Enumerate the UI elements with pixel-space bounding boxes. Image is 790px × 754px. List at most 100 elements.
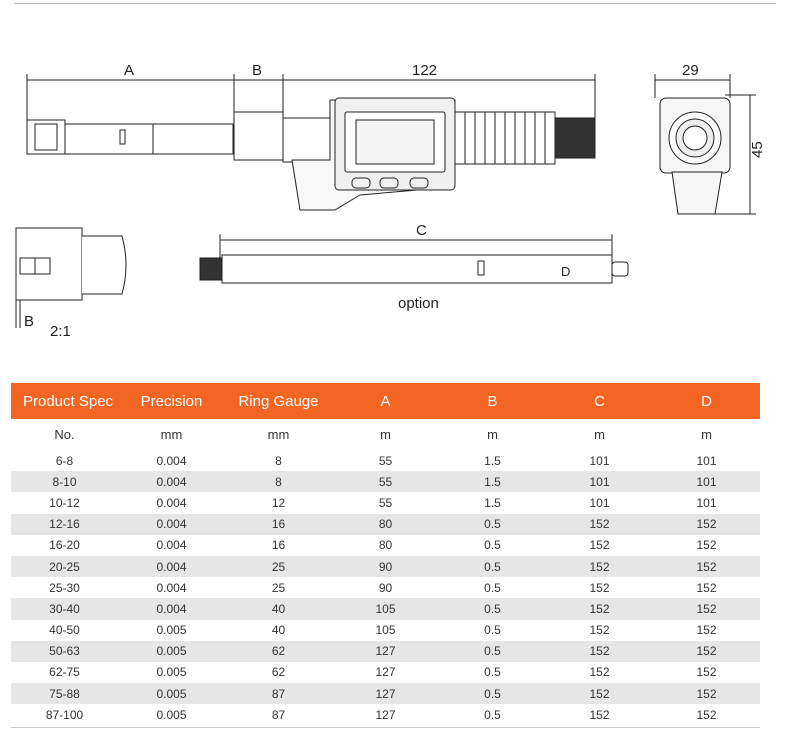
c-cell: 101	[546, 492, 653, 514]
c-cell: 152	[546, 577, 653, 599]
precision-cell: 0.005	[118, 619, 225, 641]
c-cell: 101	[546, 471, 653, 493]
c-cell: 152	[546, 640, 653, 662]
d-cell: 152	[653, 513, 760, 535]
precision-cell: 0.004	[118, 450, 225, 472]
b-cell: 0.5	[439, 704, 546, 726]
b-cell: 0.5	[439, 661, 546, 684]
option-label: option	[398, 295, 439, 312]
d-cell: 101	[653, 471, 760, 493]
b-cell: 0.5	[439, 598, 546, 620]
ring-gauge-cell: 62	[225, 661, 332, 684]
c-cell: 152	[546, 661, 653, 684]
d-cell: 152	[653, 577, 760, 599]
unit-cell: m	[439, 419, 546, 450]
b-cell: 0.5	[439, 513, 546, 535]
spec-cell: 30-40	[11, 598, 118, 620]
d-cell: 152	[653, 640, 760, 662]
b-cell: 1.5	[439, 471, 546, 493]
ring-gauge-cell: 87	[225, 683, 332, 705]
b-cell: 1.5	[439, 450, 546, 472]
d-cell: 101	[653, 492, 760, 514]
detail-b-label: B	[24, 313, 34, 330]
ring-gauge-cell: 40	[225, 619, 332, 641]
c-cell: 101	[546, 450, 653, 472]
unit-cell: mm	[118, 419, 225, 450]
d-cell: 152	[653, 619, 760, 641]
spec-cell: 25-30	[11, 577, 118, 599]
spec-cell: 12-16	[11, 513, 118, 535]
ring-gauge-cell: 62	[225, 640, 332, 662]
d-cell: 152	[653, 683, 760, 705]
spec-cell: 75-88	[11, 683, 118, 705]
b-cell: 0.5	[439, 534, 546, 556]
ring-gauge-cell: 16	[225, 534, 332, 556]
ring-gauge-cell: 25	[225, 555, 332, 578]
b-cell: 0.5	[439, 683, 546, 705]
c-cell: 152	[546, 534, 653, 556]
spec-cell: 6-8	[11, 450, 118, 472]
ring-gauge-cell: 16	[225, 513, 332, 535]
a-cell: 127	[332, 661, 439, 684]
d-cell: 152	[653, 534, 760, 556]
precision-cell: 0.004	[118, 598, 225, 620]
precision-cell: 0.005	[118, 640, 225, 662]
a-cell: 90	[332, 555, 439, 578]
d-cell: 152	[653, 661, 760, 684]
header-product-spec: Product Spec	[11, 383, 118, 419]
d-cell: 152	[653, 555, 760, 578]
c-cell: 152	[546, 619, 653, 641]
top-rule	[14, 3, 776, 4]
unit-cell: mm	[225, 419, 332, 450]
precision-cell: 0.004	[118, 471, 225, 493]
precision-cell: 0.004	[118, 492, 225, 514]
technical-drawing: A B 122 29 45 C D option B 2:1	[15, 62, 766, 340]
spec-cell: 40-50	[11, 619, 118, 641]
c-cell: 152	[546, 598, 653, 620]
b-cell: 0.5	[439, 555, 546, 578]
spec-cell: 87-100	[11, 704, 118, 726]
c-cell: 152	[546, 513, 653, 535]
unit-cell: m	[546, 419, 653, 450]
dim-29-label: 29	[682, 62, 699, 79]
spec-cell: 16-20	[11, 534, 118, 556]
precision-cell: 0.004	[118, 534, 225, 556]
ring-gauge-cell: 40	[225, 598, 332, 620]
ring-gauge-cell: 25	[225, 577, 332, 599]
a-cell: 105	[332, 619, 439, 641]
header-b: B	[439, 383, 546, 419]
b-cell: 0.5	[439, 577, 546, 599]
units-row: No. mm mm m m m m	[11, 419, 760, 450]
table-header-row: Product Spec Precision Ring Gauge A B C …	[11, 383, 760, 419]
dim-a-label: A	[124, 62, 134, 79]
a-cell: 55	[332, 471, 439, 493]
ring-gauge-cell: 87	[225, 704, 332, 726]
bottom-rule	[11, 727, 760, 728]
precision-cell: 0.005	[118, 661, 225, 684]
ring-gauge-cell: 12	[225, 492, 332, 514]
d-cell: 152	[653, 704, 760, 726]
c-cell: 152	[546, 683, 653, 705]
dim-c-label: C	[416, 222, 427, 239]
b-cell: 1.5	[439, 492, 546, 514]
ring-gauge-cell: 8	[225, 450, 332, 472]
header-d: D	[653, 383, 760, 419]
a-cell: 80	[332, 534, 439, 556]
precision-cell: 0.004	[118, 577, 225, 599]
unit-cell: No.	[11, 419, 118, 450]
precision-cell: 0.005	[118, 704, 225, 726]
header-ring-gauge: Ring Gauge	[225, 383, 332, 419]
precision-cell: 0.005	[118, 683, 225, 705]
header-c: C	[546, 383, 653, 419]
spec-cell: 10-12	[11, 492, 118, 514]
